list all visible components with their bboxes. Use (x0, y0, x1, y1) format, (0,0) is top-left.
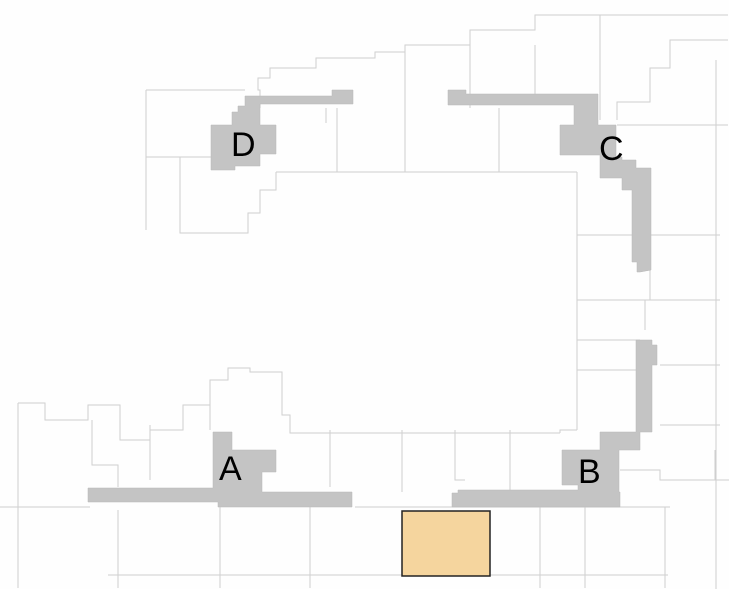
subject-site (401, 510, 491, 577)
zone-label-a: A (219, 450, 242, 488)
zone-b (451, 339, 658, 508)
highlighted-zones (87, 89, 658, 508)
zone-label-d: D (231, 126, 256, 164)
zone-a (87, 431, 353, 508)
zone-c (447, 89, 652, 273)
zone-d (210, 89, 354, 171)
zone-label-c: C (599, 130, 624, 168)
zone-label-b: B (578, 453, 601, 491)
